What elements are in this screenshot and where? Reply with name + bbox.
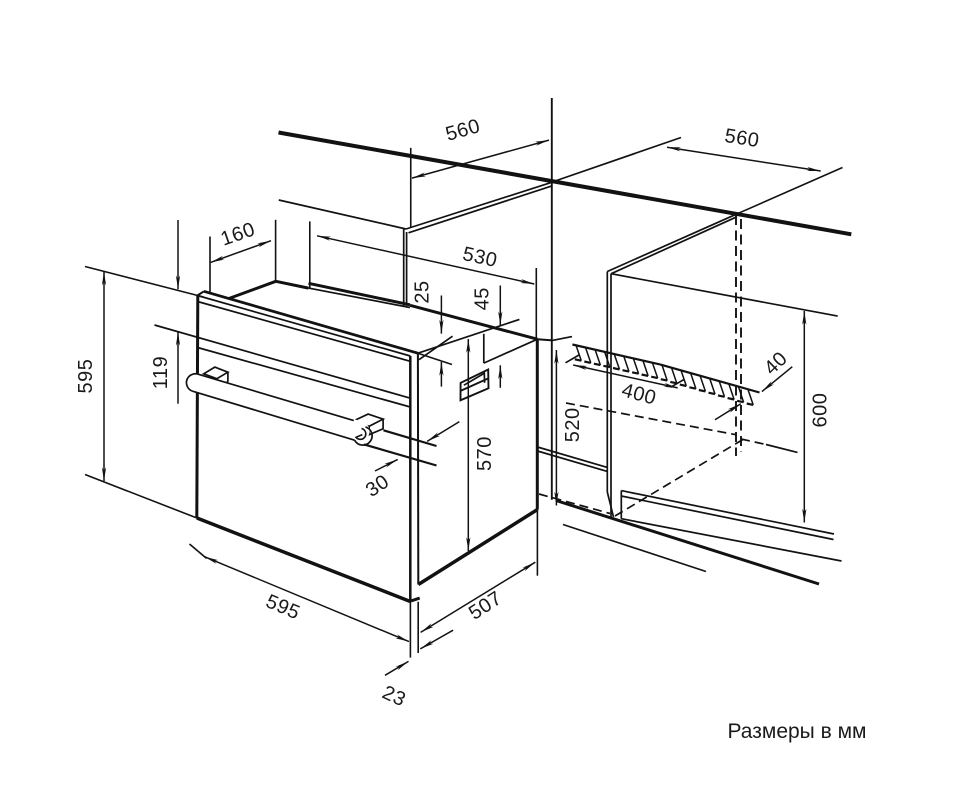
svg-text:25: 25: [412, 280, 434, 303]
svg-text:595: 595: [75, 359, 97, 394]
svg-text:45: 45: [472, 287, 494, 310]
svg-text:119: 119: [150, 356, 172, 389]
svg-text:520: 520: [562, 407, 584, 442]
svg-text:600: 600: [809, 393, 831, 428]
svg-text:Размеры в мм: Размеры в мм: [728, 720, 867, 743]
svg-text:570: 570: [474, 436, 496, 471]
